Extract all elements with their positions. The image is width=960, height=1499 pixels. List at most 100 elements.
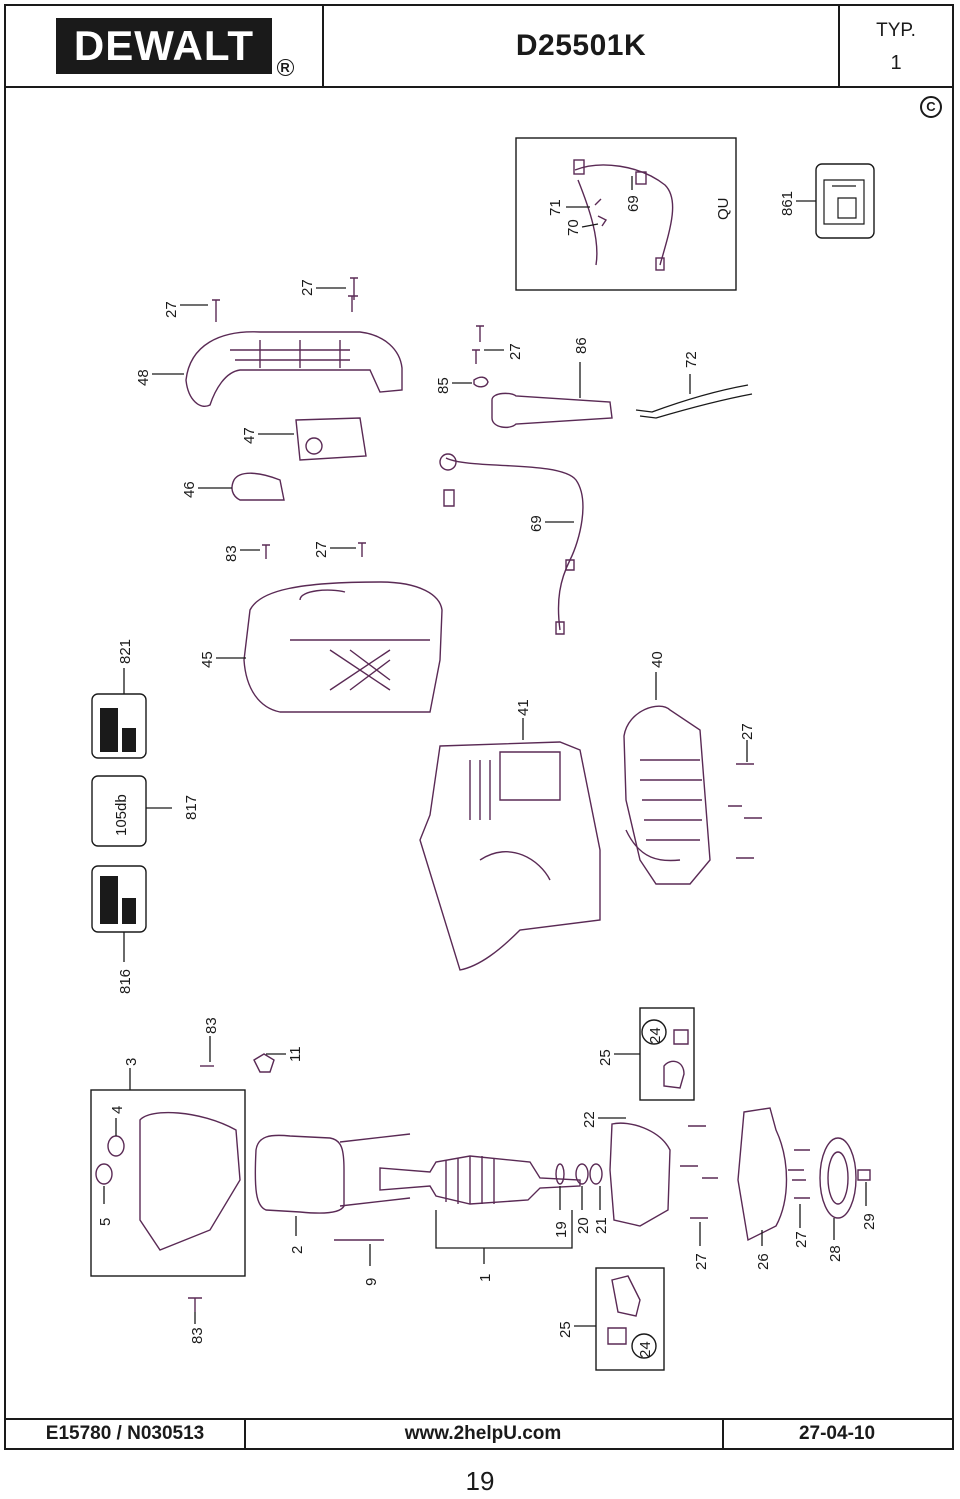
screw-27-mid (358, 542, 366, 557)
label-9: 9 (363, 1278, 380, 1286)
model-number: D25501K (324, 6, 840, 86)
label-5: 5 (97, 1218, 114, 1226)
cable-sleeve-86 (491, 392, 613, 429)
bearing-20 (575, 1163, 589, 1185)
cable-72 (635, 384, 749, 413)
label-85: 85 (435, 377, 452, 394)
cable-connector-3 (655, 257, 665, 271)
washer-19 (555, 1163, 565, 1185)
label-2: 2 (289, 1246, 306, 1254)
callout-24-top (641, 1019, 667, 1045)
label-817: 817 (183, 795, 200, 820)
label-72: 72 (683, 351, 700, 368)
cable-connector (573, 159, 585, 175)
armature-windings (445, 1156, 495, 1204)
label-26: 26 (755, 1253, 772, 1270)
motor-housing-41 (419, 741, 601, 971)
carry-case-icon (823, 179, 865, 225)
handle-detail (230, 340, 350, 368)
label-28: 28 (827, 1245, 844, 1262)
callout-24-bottom (631, 1333, 657, 1359)
armature-1 (379, 1155, 581, 1205)
screw-27-left (212, 299, 220, 322)
fan-housing-40-vents (625, 759, 702, 862)
bearing-4 (107, 1135, 125, 1157)
brush-holder-22 (609, 1122, 671, 1227)
stator-2 (254, 1134, 345, 1214)
doc-date: 27-04-10 (798, 1423, 876, 1444)
label-22: 22 (581, 1111, 598, 1128)
label-105db: 105db (113, 794, 130, 836)
sticker-icon-821 (100, 708, 136, 752)
label-1: 1 (477, 1274, 494, 1282)
label-24-b: 24 (637, 1341, 654, 1358)
type-label: TYP. (876, 20, 916, 41)
label-19: 19 (553, 1221, 570, 1238)
label-plate-816 (91, 865, 147, 933)
clamp-85 (473, 376, 489, 388)
website-link[interactable]: www.2helpU.com (244, 1420, 724, 1448)
label-69-b: 69 (528, 515, 545, 532)
label-plate-821 (91, 693, 147, 759)
type-number: 1 (890, 52, 902, 74)
screw-83-top (262, 544, 270, 559)
stator-leads (339, 1133, 411, 1207)
screw-27-top (348, 277, 358, 312)
label-qu: QU (715, 198, 732, 221)
label-4: 4 (109, 1106, 126, 1114)
screws-27-cap (788, 1149, 810, 1199)
cable-kit-wire (574, 164, 674, 266)
label-861: 861 (779, 191, 796, 216)
wire-69-terminals (439, 453, 575, 635)
label-40: 40 (649, 651, 666, 668)
end-cap-26 (737, 1107, 788, 1242)
label-21: 21 (593, 1217, 610, 1234)
fan-28 (819, 1137, 857, 1219)
label-41: 41 (515, 699, 532, 716)
cable-kit-box (515, 137, 737, 291)
label-27-f: 27 (693, 1253, 710, 1270)
switch-47 (295, 417, 367, 461)
small-clip (594, 198, 608, 227)
label-25-b: 25 (557, 1321, 574, 1338)
screws-27-lower (680, 1125, 718, 1219)
footer-bar: E15780 / N030513 www.2helpU.com 27-04-10 (6, 1418, 952, 1448)
label-27-a: 27 (163, 301, 180, 318)
label-20: 20 (575, 1217, 592, 1234)
wire-69 (445, 457, 584, 631)
doc-code: E15780 / N030513 (6, 1420, 246, 1448)
label-11: 11 (287, 1046, 304, 1062)
bearing-5 (95, 1163, 113, 1185)
label-71: 71 (547, 199, 564, 216)
housing-45-grille (290, 589, 430, 691)
handle-half-48 (185, 331, 403, 407)
label-48: 48 (135, 369, 152, 386)
gearbox-housing (139, 1111, 241, 1251)
brush-kit-box-bottom (595, 1267, 665, 1371)
trigger-46 (231, 472, 285, 501)
label-46: 46 (181, 481, 198, 498)
housing-45 (243, 581, 443, 713)
clip-11 (253, 1053, 275, 1073)
screw-83-c (188, 1297, 202, 1312)
label-821: 821 (117, 639, 134, 664)
brush-parts-bottom (607, 1275, 641, 1345)
screws-27-fan (728, 763, 762, 859)
type-cell: TYP. 1 (840, 6, 952, 86)
label-45: 45 (199, 651, 216, 668)
label-69-kit: 69 (625, 195, 642, 212)
label-83-a: 83 (223, 545, 240, 562)
page-number: 19 (465, 1466, 495, 1496)
bearing-21 (589, 1163, 603, 1185)
cable-connector-2 (635, 171, 647, 185)
brush-parts-top (663, 1029, 689, 1089)
carry-case-box (815, 163, 875, 239)
label-27-b: 27 (299, 279, 316, 296)
screw-27-c (472, 325, 484, 364)
label-25-a: 25 (597, 1049, 614, 1066)
label-27-e: 27 (739, 723, 756, 740)
label-86: 86 (573, 337, 590, 354)
